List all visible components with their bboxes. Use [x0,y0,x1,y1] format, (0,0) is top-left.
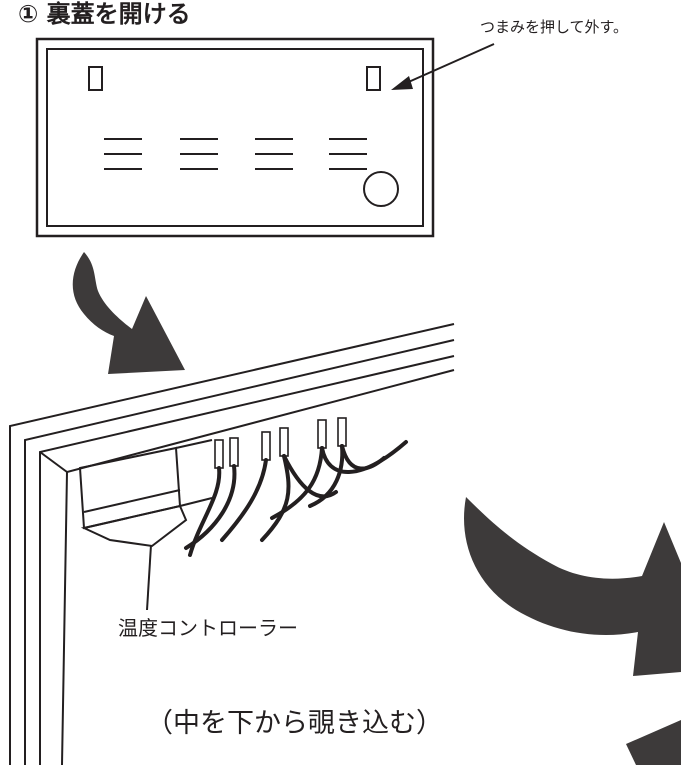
pointer-arrow-icon [391,43,495,90]
controller-leader-line [146,544,152,611]
large-curved-arrow-icon [464,497,681,676]
left-knob-icon [88,66,103,91]
temperature-controller [78,439,213,548]
knob-instruction: つまみを押して外す。 [480,18,629,36]
view-instruction: （中を下から覗き込む） [146,708,443,739]
vent-slots-icon [104,138,367,170]
temperature-controller-label: 温度コントローラー [118,616,298,640]
curved-arrow-icon [72,252,185,374]
wires [184,440,408,557]
unit-housing [9,323,455,765]
indicator-circle-icon [363,171,399,207]
step-title: ① 裏蓋を開ける [18,0,191,28]
arrow-head-lower [626,720,681,765]
back-cover-panel [35,37,435,238]
right-knob-icon [366,66,381,91]
